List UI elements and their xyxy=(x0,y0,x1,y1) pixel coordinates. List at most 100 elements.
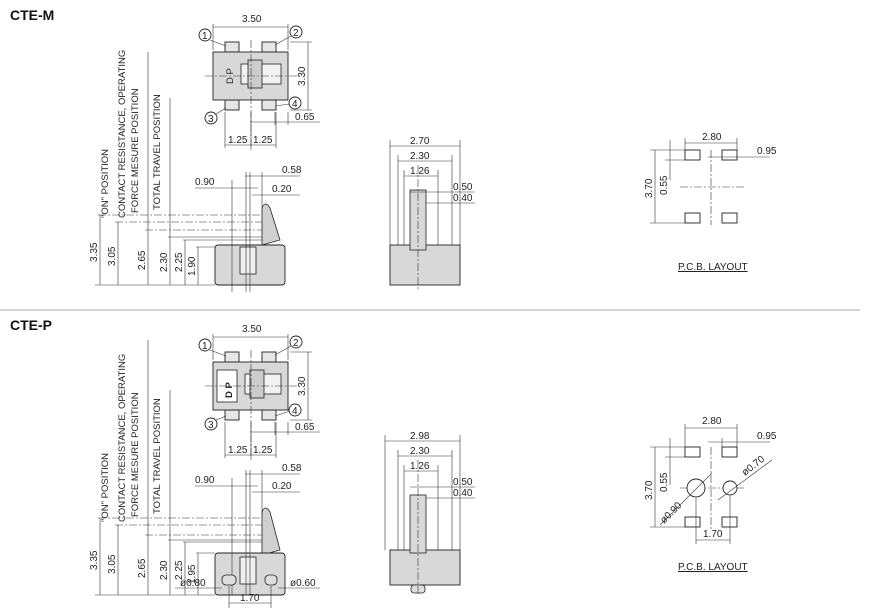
peg-right xyxy=(264,574,278,586)
pin-3-marker xyxy=(204,111,218,125)
front-dim-1: 2.70 xyxy=(410,136,430,147)
dim-h-body: 1.90 xyxy=(187,256,198,276)
pcb-layout: 2.80 0.95 3.70 0.55 ø0.90 ø0.70 1.70 P.C… xyxy=(644,416,777,573)
dim-offset: 0.65 xyxy=(295,112,315,123)
pcb-layout: 2.80 0.95 3.70 0.55 P.C.B. LAYOUT xyxy=(644,132,777,273)
dim-h-225: 2.25 xyxy=(174,560,185,580)
pcb-pad xyxy=(721,446,738,458)
front-dim-2: 2.30 xyxy=(410,446,430,457)
pcb-pad xyxy=(721,149,738,161)
mounting-pegs: ø0.80 ø0.60 1.70 xyxy=(175,574,320,608)
pin-2-marker xyxy=(289,335,303,349)
label-on-position: "ON" POSITION xyxy=(100,149,111,218)
pin-pad xyxy=(224,351,240,363)
pin-pad xyxy=(224,99,240,111)
side-view: "ON" POSITION CONTACT RESISTANCE, OPERAT… xyxy=(89,340,302,596)
label-total-travel: TOTAL TRAVEL POSITION xyxy=(152,398,163,514)
pin-pad xyxy=(261,351,277,363)
pcb-hole-left xyxy=(686,478,706,498)
switch-body-front xyxy=(389,549,461,586)
pin-pad xyxy=(261,41,277,53)
dim-058: 0.58 xyxy=(282,463,302,474)
pcb-hole-pitch: 1.70 xyxy=(703,529,723,540)
pin-1-marker xyxy=(198,338,212,352)
pin-1-marker xyxy=(198,28,212,42)
label-force-measure: FORCE MESURE POSITION xyxy=(130,392,141,517)
pin-number: 2 xyxy=(293,28,299,39)
pin-number: 3 xyxy=(208,114,214,125)
actuator-side xyxy=(261,507,281,556)
pcb-pad xyxy=(684,149,701,161)
actuator-knob xyxy=(249,369,265,399)
front-view: 2.70 2.30 1.26 0.50 0.40 xyxy=(389,136,475,290)
dim-pitch-left: 1.25 xyxy=(228,445,248,456)
front-dim-3: 1.26 xyxy=(410,461,430,472)
label-contact-resistance: CONTACT RESISTANCE, OPERATING xyxy=(117,354,128,522)
pin-2-marker xyxy=(289,25,303,39)
switch-body-front xyxy=(389,244,461,286)
pcb-layout-label: P.C.B. LAYOUT xyxy=(678,562,748,573)
top-view: D P 1 2 3 4 3.50 3.30 0.65 1.25 1.25 xyxy=(198,14,320,150)
pin-pad xyxy=(261,99,277,111)
dim-h-force: 2.65 xyxy=(137,250,148,270)
actuator-knob xyxy=(247,59,263,89)
front-dim-5: 0.40 xyxy=(453,193,473,204)
dim-pitch-right: 1.25 xyxy=(253,135,273,146)
front-dim-3: 1.26 xyxy=(410,166,430,177)
dim-h-body: 1.95 xyxy=(187,564,198,584)
pin-pad xyxy=(261,409,277,421)
pcb-gap: 0.55 xyxy=(659,472,670,492)
section-cte-m: CTE-M D P 1 2 3 4 3.50 3.30 0.65 1. xyxy=(10,7,777,292)
pcb-layout-label: P.C.B. LAYOUT xyxy=(678,262,748,273)
front-view: 2.98 2.30 1.26 0.50 0.40 xyxy=(384,431,475,595)
dim-height: 3.30 xyxy=(297,376,308,396)
dim-h-contact: 3.05 xyxy=(107,554,118,574)
dim-h-225: 2.25 xyxy=(174,252,185,272)
dim-offset: 0.65 xyxy=(295,422,315,433)
front-dim-4: 0.50 xyxy=(453,182,473,193)
label-contact-resistance: CONTACT RESISTANCE, OPERATING xyxy=(117,50,128,218)
pcb-width: 2.80 xyxy=(702,132,722,143)
dim-020: 0.20 xyxy=(272,184,292,195)
label-total-travel: TOTAL TRAVEL POSITION xyxy=(152,94,163,210)
dim-h-on: 3.35 xyxy=(89,242,100,262)
section-title: CTE-P xyxy=(10,317,52,333)
pin-number: 3 xyxy=(208,420,214,431)
actuator-side xyxy=(261,203,281,246)
dim-h-travel: 2.30 xyxy=(159,560,170,580)
side-view: "ON" POSITION CONTACT RESISTANCE, OPERAT… xyxy=(89,50,302,292)
label-on-position: "ON" POSITION xyxy=(100,453,111,522)
front-dim-4: 0.50 xyxy=(453,477,473,488)
pin-4-marker xyxy=(288,403,302,417)
pcb-hole-right-dia: ø0.70 xyxy=(740,454,767,479)
front-dim-2: 2.30 xyxy=(410,151,430,162)
pcb-height: 3.70 xyxy=(644,480,655,500)
pcb-gap: 0.55 xyxy=(659,175,670,195)
pin-number: 2 xyxy=(293,338,299,349)
label-force-measure: FORCE MESURE POSITION xyxy=(130,88,141,213)
pin-3-marker xyxy=(204,417,218,431)
pcb-pad xyxy=(684,446,701,458)
section-title: CTE-M xyxy=(10,7,54,23)
pin-pad xyxy=(224,41,240,53)
front-dim-5: 0.40 xyxy=(453,488,473,499)
pin-pad xyxy=(224,409,240,421)
dim-h-on: 3.35 xyxy=(89,550,100,570)
dim-090: 0.90 xyxy=(195,475,215,486)
peg-pitch: 1.70 xyxy=(240,593,260,604)
pin-number: 4 xyxy=(292,99,298,110)
pin-4-marker xyxy=(288,96,302,110)
pcb-pad xyxy=(721,516,738,528)
peg-left xyxy=(221,574,237,586)
peg-left-dia: ø0.80 xyxy=(180,578,206,589)
dim-pitch-right: 1.25 xyxy=(253,445,273,456)
dim-090: 0.90 xyxy=(195,177,215,188)
pin-number: 1 xyxy=(202,341,208,352)
pcb-pad-width: 0.95 xyxy=(757,431,777,442)
dim-020: 0.20 xyxy=(272,481,292,492)
peg-right-dia: ø0.60 xyxy=(290,578,316,589)
top-view: D P 1 2 3 4 3.50 3.30 0.65 1.25 1.25 xyxy=(198,324,320,460)
pcb-hole-right xyxy=(722,480,738,496)
